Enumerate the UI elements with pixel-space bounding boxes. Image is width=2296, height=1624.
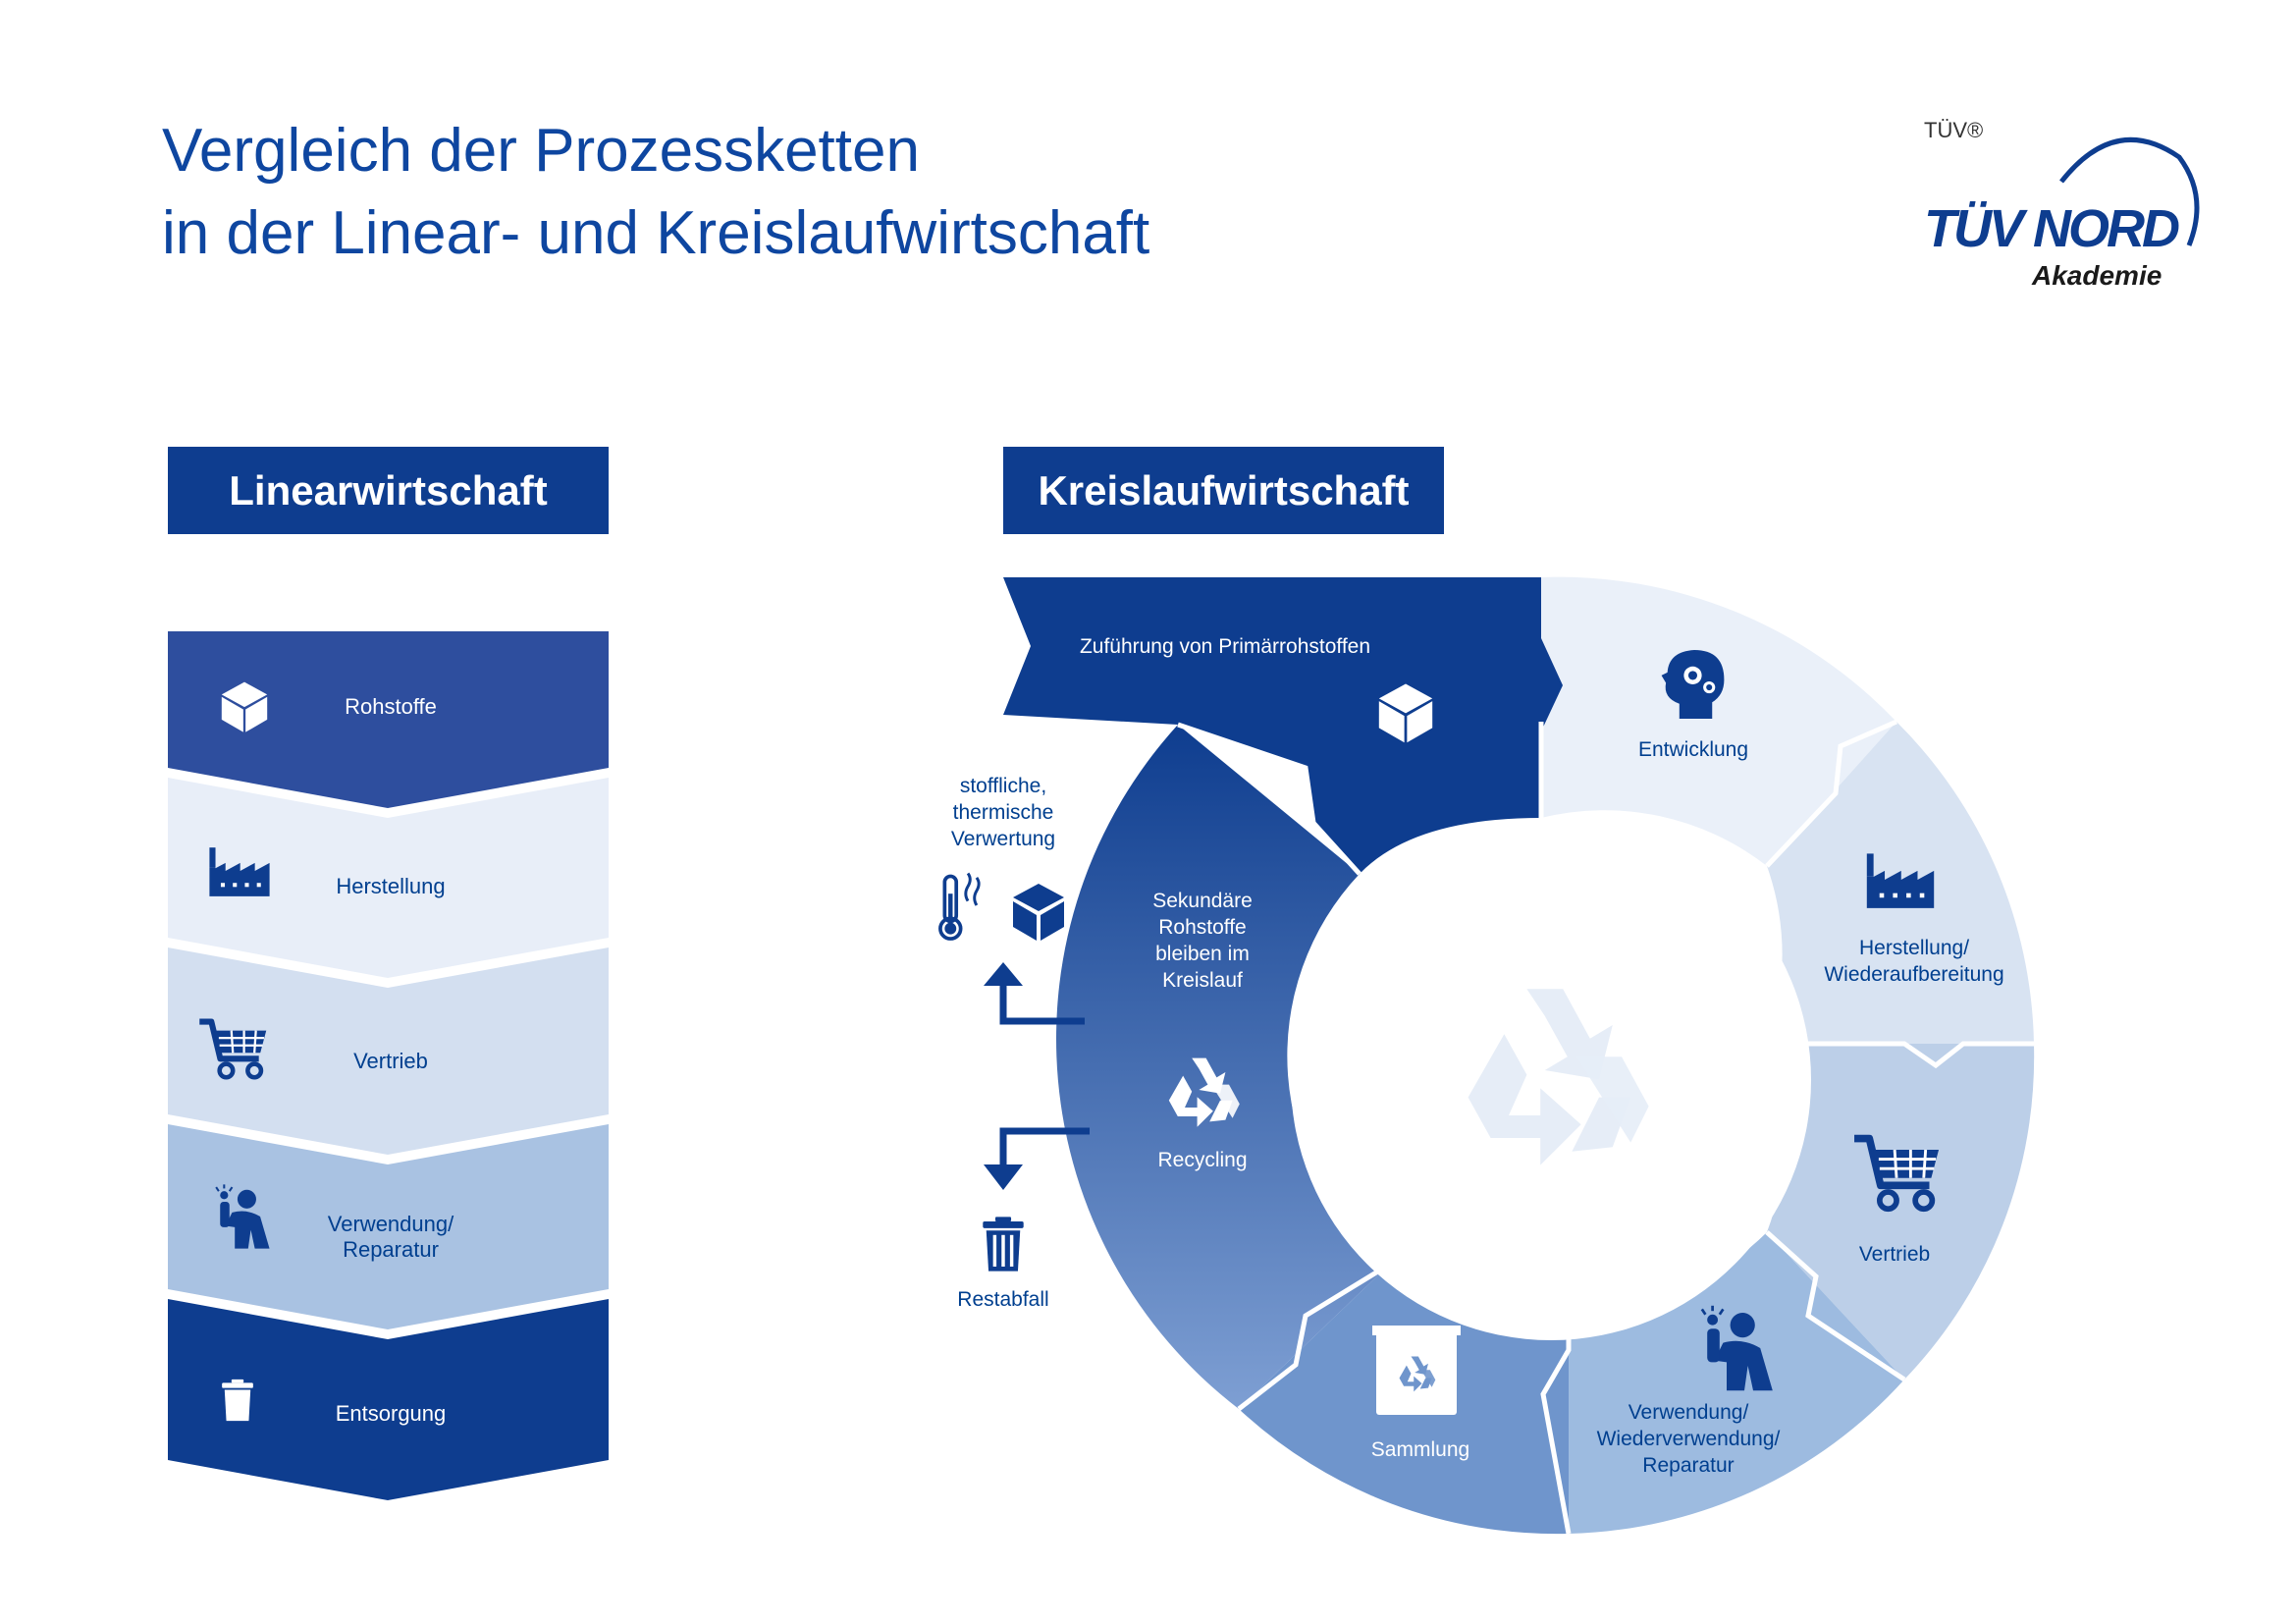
linear-label-vertrieb: Vertrieb — [353, 1049, 428, 1073]
linear-label-verwendung-2: Reparatur — [343, 1237, 439, 1262]
logo-tuev-small: TÜV® — [1924, 118, 1984, 142]
tuev-nord-logo: TÜV® TÜV NORD Akademie — [1904, 108, 2228, 304]
linear-step-herstellung — [168, 778, 609, 978]
primary-raw-materials-banner — [1003, 577, 1563, 874]
label-verwendung-3: Reparatur — [1642, 1454, 1734, 1477]
circular-header-label: Kreislaufwirtschaft — [1038, 466, 1410, 514]
linear-label-rohstoffe: Rohstoffe — [345, 694, 437, 719]
label-sekundaer-3: bleiben im — [1155, 943, 1250, 965]
label-herstellung-2: Wiederaufbereitung — [1824, 963, 2003, 986]
restabfall-arrow — [999, 1127, 1090, 1166]
linear-chain: Rohstoffe Herstellung Vertrieb Verwendun… — [168, 631, 609, 1500]
label-recycling: Recycling — [1157, 1149, 1247, 1171]
logo-sub: Akademie — [2032, 260, 2163, 291]
linear-step-rohstoffe — [168, 631, 609, 808]
label-verwertung-2: thermische — [953, 801, 1054, 824]
linear-step-verwendung — [168, 1124, 609, 1329]
label-restabfall: Restabfall — [957, 1288, 1048, 1311]
page-title-line-1: Vergleich der Prozessketten — [162, 117, 920, 185]
linear-label-herstellung: Herstellung — [336, 874, 445, 898]
label-vertrieb: Vertrieb — [1859, 1243, 1930, 1266]
linear-header-label: Linearwirtschaft — [229, 466, 548, 514]
label-verwendung-2: Wiederverwendung/ — [1597, 1428, 1781, 1450]
recycling-bin-icon — [1372, 1326, 1461, 1415]
linear-header: Linearwirtschaft — [168, 447, 609, 534]
label-primary: Zuführung von Primärrohstoffen — [1080, 635, 1370, 658]
verwertung-arrowhead — [984, 962, 1023, 986]
linear-label-verwendung-1: Verwendung/ — [328, 1212, 454, 1236]
thermometer-heat-icon — [938, 872, 981, 941]
linear-step-vertrieb — [168, 947, 609, 1155]
restabfall-arrowhead — [984, 1164, 1023, 1190]
label-verwendung-1: Verwendung/ — [1629, 1401, 1749, 1424]
ring-segment-vertrieb — [1767, 1044, 2035, 1380]
ring-segment-entwicklung — [1541, 576, 1896, 866]
circular-header: Kreislaufwirtschaft — [1003, 447, 1444, 534]
label-verwertung-3: Verwertung — [951, 828, 1055, 850]
page-title: Vergleich der Prozessketten in der Linea… — [162, 110, 1149, 275]
label-sammlung: Sammlung — [1371, 1438, 1469, 1461]
logo-brand: TÜV NORD — [1924, 199, 2180, 258]
linear-step-entsorgung — [168, 1299, 609, 1500]
label-sekundaer-2: Rohstoffe — [1158, 916, 1247, 939]
trash-icon — [983, 1217, 1024, 1272]
trash-icon — [222, 1379, 253, 1422]
verwertung-arrow — [999, 982, 1085, 1025]
label-sekundaer-1: Sekundäre — [1152, 890, 1253, 912]
linear-label-entsorgung: Entsorgung — [336, 1401, 447, 1426]
label-entwicklung: Entwicklung — [1638, 738, 1748, 761]
page-title-line-2: in der Linear- und Kreislaufwirtschaft — [162, 199, 1150, 267]
label-verwertung-1: stoffliche, — [960, 775, 1046, 797]
ring-segment-recycling — [1056, 725, 1389, 1409]
label-sekundaer-4: Kreislauf — [1162, 969, 1243, 992]
inner-circle — [1291, 820, 1811, 1340]
label-herstellung-1: Herstellung/ — [1859, 937, 1969, 959]
circular-diagram: Zuführung von Primärrohstoffen Entwicklu… — [938, 576, 2035, 1535]
cube-outline-icon — [1013, 884, 1064, 941]
logo-arc — [2059, 136, 2200, 246]
